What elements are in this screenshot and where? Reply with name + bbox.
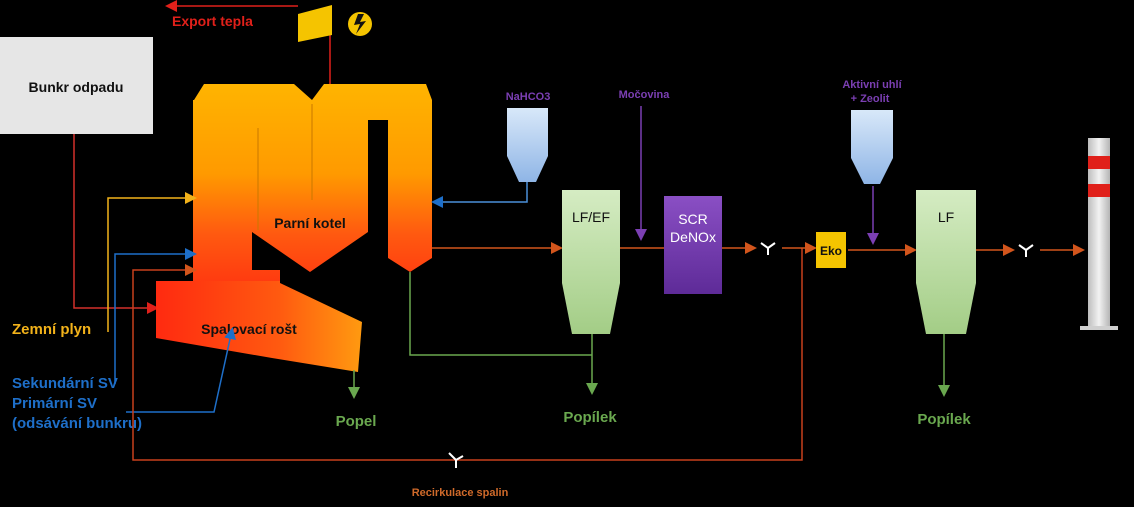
fan-icon	[760, 242, 776, 255]
aktivni-uhli-silo	[851, 110, 893, 184]
bunker-label: Bunkr odpadu	[29, 79, 124, 95]
chimney-stripe-2	[1088, 184, 1110, 197]
secondary-air-line	[114, 248, 197, 384]
bunker-air-line	[73, 134, 159, 314]
eko-label: Eko	[820, 244, 842, 258]
waste-bunker	[0, 37, 153, 134]
nahco3-line	[431, 182, 528, 208]
nahco3-silo	[507, 108, 548, 182]
lf-ef-filter	[562, 190, 620, 334]
lf-ef-label: LF/EF	[572, 209, 610, 225]
sekundarni-label: Sekundární SV	[12, 375, 118, 392]
primary-air-line	[126, 327, 236, 413]
aktivni-uhli-label-2: + Zeolit	[851, 93, 890, 105]
mocovina-label: Močovina	[619, 89, 671, 101]
fan-icon	[1018, 244, 1034, 257]
chimney-stripe-1	[1088, 156, 1110, 169]
chimney-base	[1080, 326, 1118, 330]
popel-label: Popel	[336, 413, 377, 430]
recirculation-line	[132, 248, 803, 461]
turbine-icon	[298, 5, 332, 42]
recirculation-label: Recirkulace spalin	[412, 487, 509, 499]
fan-icon	[448, 452, 464, 468]
economizer	[816, 232, 846, 268]
scr-denox-unit	[664, 196, 722, 294]
boiler-label: Parní kotel	[274, 215, 346, 231]
export-heat-label: Export tepla	[172, 13, 253, 29]
popilek-1-label: Popílek	[563, 409, 617, 426]
boiler-ash-line	[409, 272, 592, 356]
combustion-grate	[156, 281, 362, 372]
aktivni-uhli-label-1: Aktivní uhlí	[842, 79, 902, 91]
popilek-2-label: Popílek	[917, 411, 971, 428]
grate-label: Spalovací rošt	[201, 321, 297, 337]
lightning-bolt	[354, 14, 366, 34]
zemni-plyn-label: Zemní plyn	[12, 321, 91, 338]
scr-label: SCR	[678, 211, 708, 227]
nahco3-label: NaHCO3	[506, 91, 551, 103]
denox-label: DeNOx	[670, 229, 716, 245]
gas-line	[107, 192, 197, 332]
lf-label: LF	[938, 209, 954, 225]
odsavani-label: (odsávání bunkru)	[12, 415, 142, 432]
lf-filter	[916, 190, 976, 334]
primarni-label: Primární SV	[12, 395, 97, 412]
